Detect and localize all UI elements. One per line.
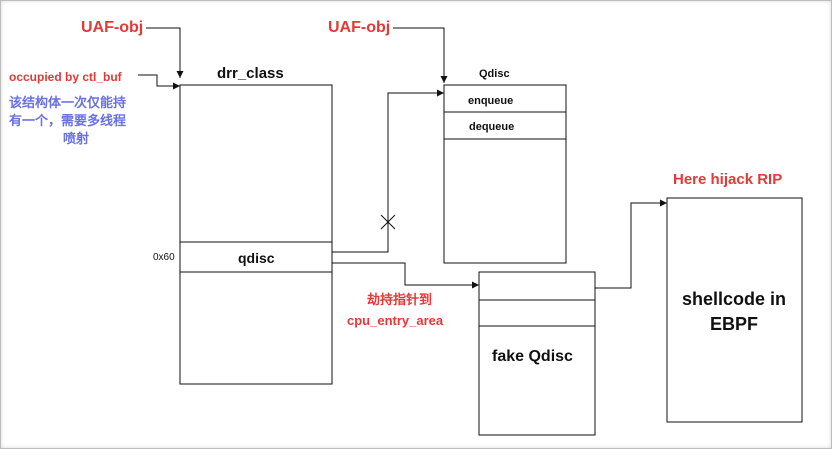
drr-class-title: drr_class: [217, 65, 284, 82]
hijack-label-1: 劫持指针到: [367, 292, 432, 307]
offset-label: 0x60: [153, 252, 175, 263]
here-hijack-rip-label: Here hijack RIP: [673, 171, 782, 188]
shellcode-box: [666, 197, 803, 423]
uaf-left-arrow: [146, 27, 184, 78]
shellcode-line-1: shellcode in: [682, 289, 786, 309]
drr-qdisc-field: qdisc: [238, 250, 275, 266]
rip-hijack-arrow: [595, 199, 667, 289]
occupied-arrow: [138, 74, 180, 90]
fake-qdisc-title: fake Qdisc: [492, 348, 573, 365]
hijack-pointer-arrow: [332, 262, 479, 289]
uaf-right-arrow: [393, 27, 448, 83]
note-line-3: 喷射: [63, 131, 89, 146]
hijack-label-2: cpu_entry_area: [347, 313, 444, 328]
occupied-by-label: occupied by ctl_buf: [9, 70, 123, 84]
note-line-2: 有一个，需要多线程: [9, 113, 126, 128]
qdisc-box: [443, 84, 567, 264]
qdisc-pointer-arrow: [332, 89, 444, 253]
note-line-1: 该结构体一次仅能持: [9, 95, 126, 110]
uaf-obj-label-right: UAF-obj: [328, 19, 390, 36]
shellcode-line-2: EBPF: [710, 314, 758, 334]
fake-qdisc-box: [478, 271, 596, 436]
enqueue-field: enqueue: [468, 95, 513, 107]
cross-mark-b: [380, 214, 396, 230]
dequeue-field: dequeue: [469, 121, 514, 133]
uaf-obj-label-left: UAF-obj: [81, 19, 143, 36]
drr-class-box: [179, 84, 333, 385]
qdisc-title: Qdisc: [479, 68, 510, 80]
